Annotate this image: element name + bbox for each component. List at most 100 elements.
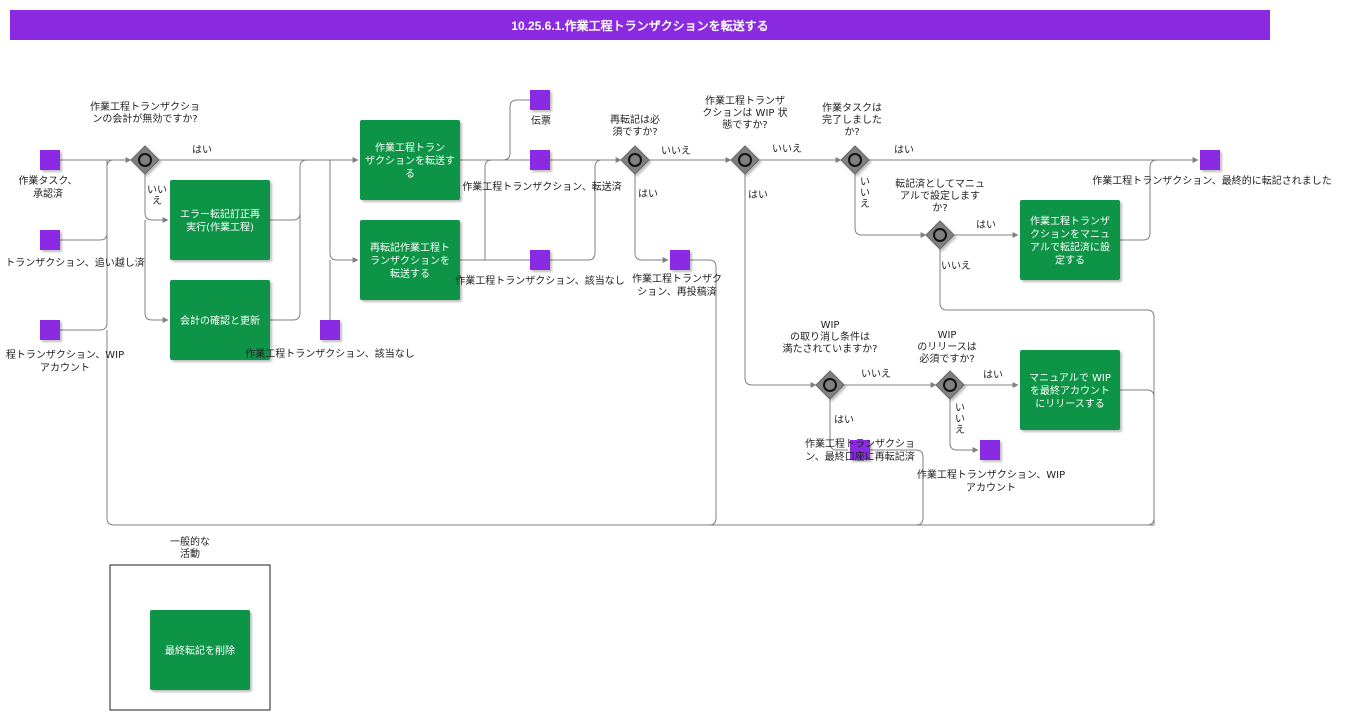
activity-rect — [170, 280, 270, 360]
gateway-question: 作業工程トランザクションの会計が無効ですか? — [90, 100, 200, 125]
gateway-circle-icon — [943, 378, 957, 392]
gateway-question: 再転記は必須ですか? — [610, 113, 660, 138]
edge-label-yes: はい — [983, 369, 1003, 381]
edge-label-yes: はい — [748, 189, 768, 201]
gateway-g1[interactable] — [130, 145, 160, 175]
flow-line — [829, 399, 848, 451]
gateway-circle-icon — [628, 153, 642, 167]
flow-line — [860, 449, 924, 526]
data-object-o8[interactable] — [670, 250, 690, 270]
gateway-circle-icon — [738, 153, 752, 167]
activity-box-a2[interactable]: エラー転記訂正再実行(作業工程) — [170, 180, 270, 260]
edge-label-no: いいえ — [861, 368, 891, 380]
flow-line — [949, 399, 979, 453]
flow-line — [144, 174, 169, 223]
gateway-circle-icon — [823, 378, 837, 392]
gateway-g3[interactable] — [730, 145, 760, 175]
data-object-o5[interactable] — [530, 90, 550, 110]
activity-rect — [360, 120, 460, 200]
edge-label-no: いいえ — [941, 260, 971, 272]
gateway-question: 作業タスクは完了しましたか? — [822, 101, 882, 138]
data-object-o4[interactable] — [320, 320, 340, 340]
data-object-o9[interactable] — [1200, 150, 1220, 170]
data-object-o2[interactable] — [40, 230, 60, 250]
data-object-square — [40, 150, 60, 170]
data-object-label: 作業工程トランザクション、転送済 — [462, 180, 621, 193]
edge-label-no: いいえ — [772, 143, 802, 155]
data-object-label: トランザクション、追い越し済 — [5, 256, 144, 269]
activity-box-a7[interactable]: 最終転記を削除 — [150, 610, 250, 690]
data-object-label: 作業タスク、承認済 — [18, 174, 77, 200]
edge-label-no: いいえ — [147, 185, 167, 207]
flow-line — [744, 174, 817, 388]
data-object-o10[interactable] — [850, 440, 870, 460]
gateway-g2[interactable] — [620, 145, 650, 175]
gateway-diamond — [730, 145, 760, 175]
flow-line — [270, 167, 301, 321]
data-object-o6[interactable] — [530, 150, 550, 170]
data-object-square — [530, 250, 550, 270]
gateway-circle-icon — [138, 153, 152, 167]
data-object-square — [980, 440, 1000, 460]
activity-box-a4[interactable]: 再転記作業工程トランザクションを転送する — [360, 220, 460, 300]
gateway-question: 作業工程トランザクションは WIP 状態ですか? — [702, 94, 787, 131]
edge-label-yes: はい — [192, 144, 212, 156]
edge-label-yes: はい — [894, 144, 914, 156]
activity-box-a5[interactable]: 作業工程トランザクションをマニュアルで転記済に設定する — [1020, 200, 1120, 280]
edge-label-no: いいえ — [661, 145, 691, 157]
flow-line — [939, 249, 1155, 526]
activity-label: 最終転記を削除 — [165, 644, 235, 657]
data-object-square — [850, 440, 870, 460]
activity-rect — [1020, 200, 1120, 280]
legend-title: 一般的な活動 — [170, 535, 210, 560]
data-object-o7[interactable] — [530, 250, 550, 270]
gateway-circle-icon — [933, 228, 947, 242]
gateway-g5[interactable] — [925, 220, 955, 250]
activity-box-a3[interactable]: 会計の確認と更新 — [170, 280, 270, 360]
flow-line — [460, 97, 539, 161]
gateway-g4[interactable] — [840, 145, 870, 175]
edge-label-no: いいえ — [860, 177, 870, 210]
data-object-o11[interactable] — [980, 440, 1000, 460]
gateway-question: 転記済としてマニュアルで設定しますか? — [895, 177, 985, 214]
activity-label: 再転記作業工程トランザクションを転送する — [370, 241, 450, 280]
activity-box-a1[interactable]: 作業工程トランザクションを転送する — [360, 120, 460, 200]
gateway-diamond — [935, 370, 965, 400]
data-object-o3[interactable] — [40, 320, 60, 340]
gateway-diamond — [130, 145, 160, 175]
activity-label: 会計の確認と更新 — [180, 314, 260, 327]
data-object-label: 作業工程トランザクション、最終的に転記されました — [1092, 174, 1331, 187]
gateway-circle-icon — [848, 153, 862, 167]
gateway-diamond — [840, 145, 870, 175]
data-object-o1[interactable] — [40, 150, 60, 170]
data-object-label: 作業工程トランザクション、該当なし — [455, 274, 624, 287]
data-object-square — [40, 230, 60, 250]
flow-line — [854, 174, 927, 238]
data-object-square — [40, 320, 60, 340]
flow-line — [690, 259, 717, 526]
gateway-g7[interactable] — [935, 370, 965, 400]
activity-rect — [150, 610, 250, 690]
data-object-label: 伝票 — [531, 115, 551, 127]
flow-line — [484, 159, 493, 260]
legend — [109, 564, 271, 711]
flow-line — [1120, 389, 1155, 525]
flow-line — [60, 160, 108, 331]
gateway-g6[interactable] — [815, 370, 845, 400]
flow-line — [144, 220, 169, 323]
flow-line — [106, 330, 1154, 526]
data-object-square — [670, 250, 690, 270]
data-object-square — [530, 150, 550, 170]
diagram-title: 10.25.6.1.作業工程トランザクションを転送する — [10, 10, 1270, 40]
gateway-diamond — [925, 220, 955, 250]
data-object-label: 作業工程トランザクション、該当なし — [245, 347, 414, 360]
edge-label-yes: はい — [834, 414, 854, 426]
edge-label-yes: はい — [638, 188, 658, 200]
